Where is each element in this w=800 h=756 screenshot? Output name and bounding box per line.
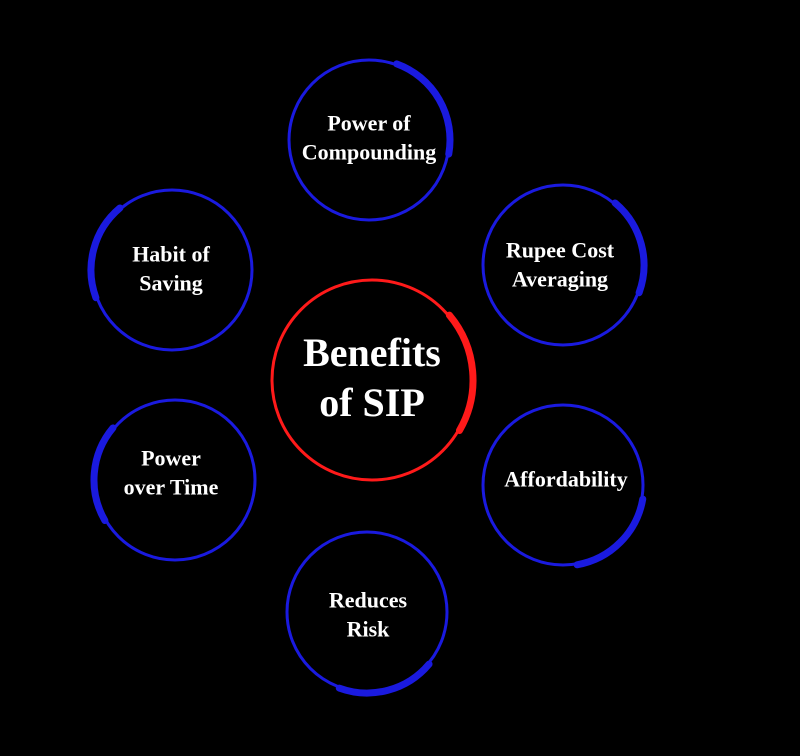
benefit-line1: Power [141,445,201,471]
ring-reduces-risk [285,530,449,697]
benefit-habit-of-saving: Habit of Saving [132,240,210,297]
center-title-line1: Benefits [303,330,441,375]
ring-habit-of-saving [87,188,254,352]
benefit-line2: Averaging [511,266,609,291]
center-title: Benefits of SIP [303,328,441,428]
benefit-rupee-cost-averaging: Rupee Cost Averaging [506,236,614,293]
benefit-line2: over Time [123,474,219,499]
benefit-line1: Rupee Cost [505,237,615,263]
benefit-line2: Risk [346,616,390,641]
ring-power-of-compounding [287,58,454,222]
benefit-line2: Saving [139,270,203,295]
center-ring [270,278,477,482]
benefit-line2: Compounding [301,139,437,164]
benefit-line1: Power of [327,110,411,136]
ring-power-over-time [90,398,257,562]
ring-affordability [481,403,647,569]
benefit-reduces-risk: Reduces Risk [329,586,407,643]
benefit-line1: Habit of [132,241,210,267]
center-title-line2: of SIP [319,380,425,425]
ring-rupee-cost-averaging [481,183,648,347]
benefit-affordability: Affordability [504,466,627,495]
benefit-power-of-compounding: Power of Compounding [302,109,437,166]
benefit-power-over-time: Power over Time [124,444,219,501]
benefit-line1: Reduces [328,587,408,613]
benefit-line1: Affordability [504,466,628,492]
